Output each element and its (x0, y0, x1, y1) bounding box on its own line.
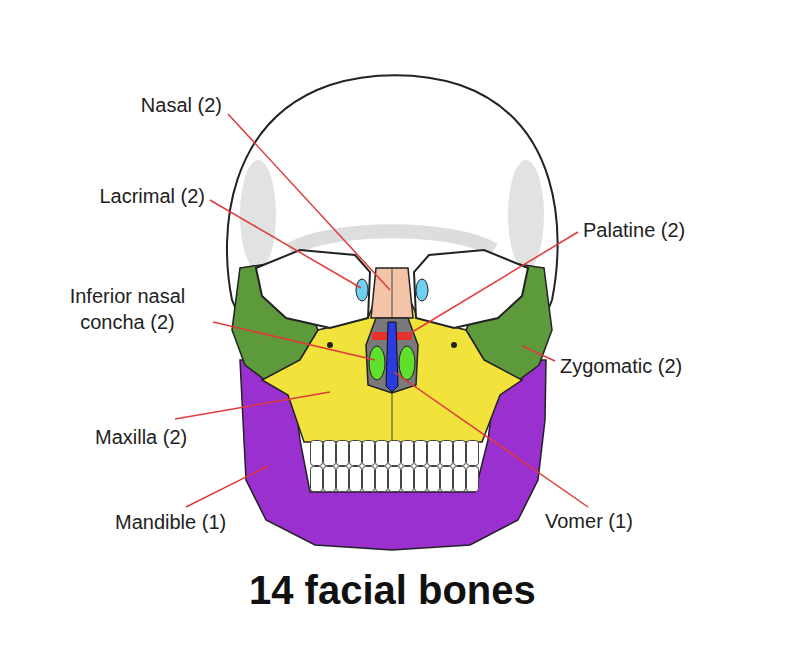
part-label: Zygomatic (2) (560, 353, 682, 379)
part-label: Mandible (1) (115, 509, 226, 535)
part-label: Palatine (2) (583, 217, 685, 243)
diagram-title: 14 facial bones (249, 566, 536, 614)
part-label: Inferior nasal concha (2) (45, 283, 210, 335)
leader-lines (175, 114, 588, 507)
part-label: Lacrimal (2) (99, 183, 205, 209)
part-label: Vomer (1) (545, 508, 633, 534)
part-label: Nasal (2) (141, 92, 222, 118)
part-label: Maxilla (2) (95, 424, 187, 450)
